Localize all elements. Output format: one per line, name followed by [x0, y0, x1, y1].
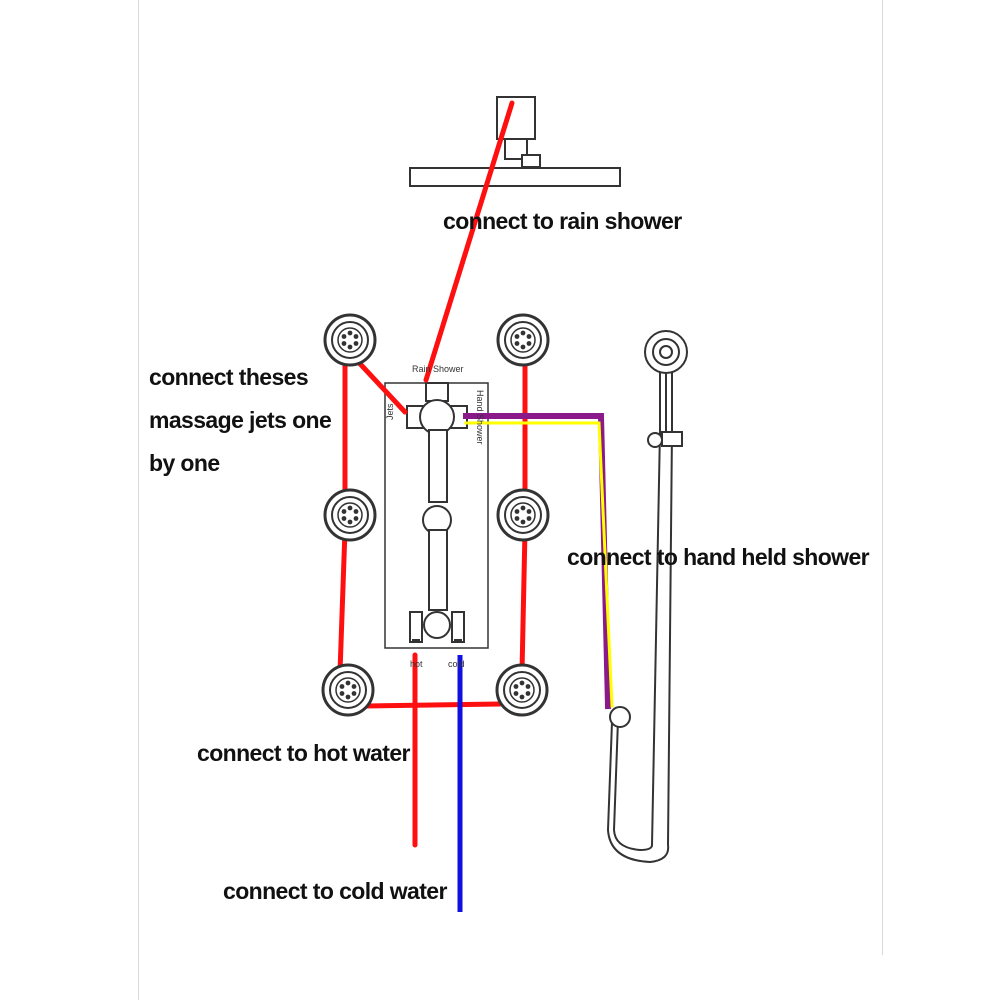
label-hot-water: connect to hot water — [197, 740, 411, 766]
label-rain-shower: connect to rain shower — [443, 208, 682, 234]
label-hand-held-shower: connect to hand held shower — [567, 544, 870, 570]
massage-jet-icon — [496, 488, 550, 542]
valve-label-hot: hot — [410, 659, 423, 669]
hand-shower-icon — [606, 330, 688, 864]
valve-label-jets: Jets — [385, 403, 395, 420]
hot-water-pipes — [337, 100, 528, 848]
label-jets-line1: connect theses — [149, 364, 309, 390]
massage-jet-icon — [321, 663, 375, 717]
valve-label-hand-shower: Hand Shower — [475, 390, 485, 445]
label-cold-water: connect to cold water — [223, 878, 447, 904]
frame-right-line — [882, 0, 883, 955]
massage-jet-icon — [495, 663, 549, 717]
label-jets-line2: massage jets one — [149, 407, 332, 433]
frame-left-line — [138, 0, 139, 1000]
valve-label-rain-shower: Rain Shower — [412, 364, 464, 374]
hand-shower-pipe — [463, 413, 614, 710]
massage-jet-icon — [323, 313, 377, 367]
rain-shower-head-icon — [409, 96, 621, 187]
mixing-valve-icon — [406, 382, 468, 643]
label-jets-line3: by one — [149, 450, 220, 476]
massage-jet-icon — [496, 313, 550, 367]
valve-label-cold: cold — [448, 659, 465, 669]
massage-jets — [321, 313, 550, 717]
massage-jet-icon — [323, 488, 377, 542]
